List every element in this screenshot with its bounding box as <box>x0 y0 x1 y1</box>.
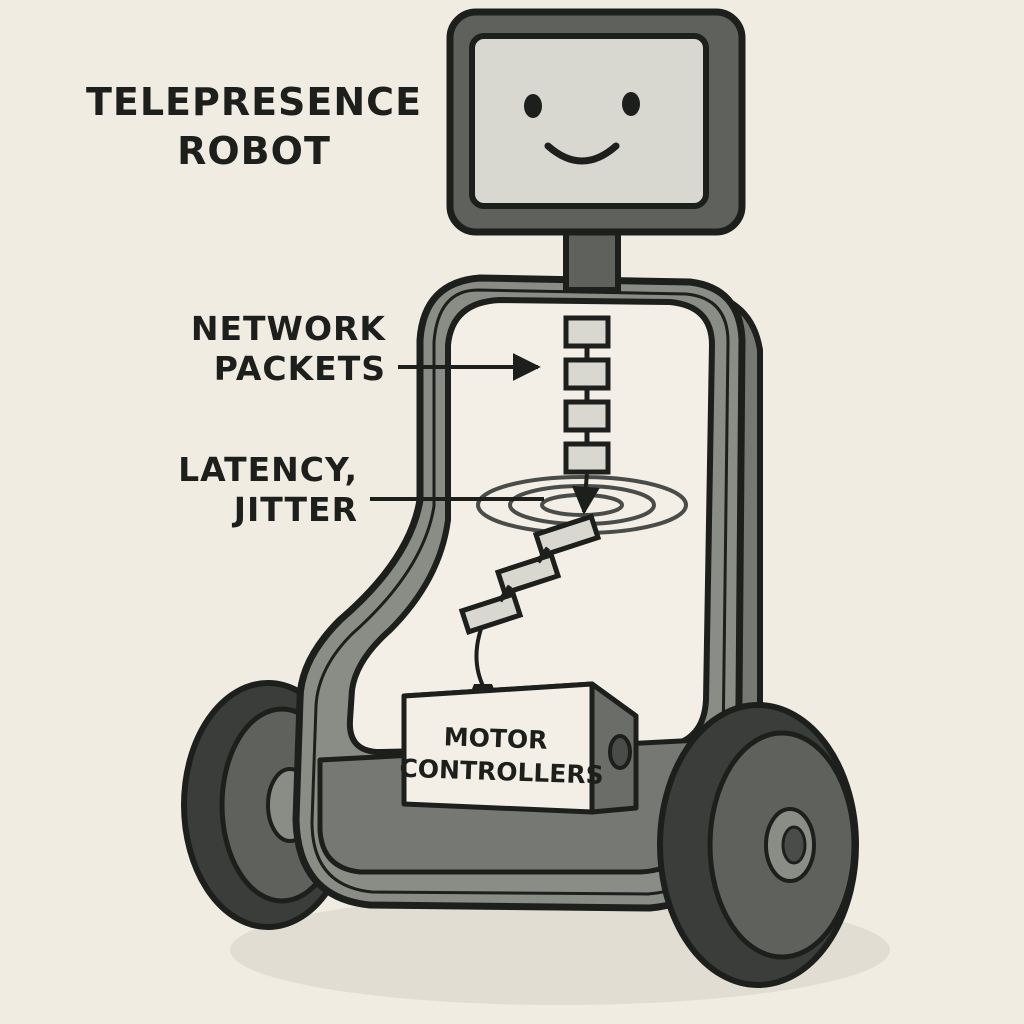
label-line: JITTER <box>233 490 358 530</box>
packet-box <box>532 513 602 559</box>
label-line: LATENCY, <box>178 450 358 489</box>
title-line: TELEPRESENCE <box>85 80 423 124</box>
packet-box <box>563 357 611 391</box>
packet-box <box>458 591 524 635</box>
packet-chain <box>563 315 611 475</box>
right-eye <box>622 92 640 116</box>
motor-controllers-label: MOTOR CONTROLLERS <box>399 720 605 792</box>
packet-box <box>563 399 611 433</box>
network-packets-label: NETWORK PACKETS <box>150 309 386 390</box>
label-line: CONTROLLERS <box>399 753 605 790</box>
title-label: TELEPRESENCE ROBOT <box>74 78 434 177</box>
head-monitor <box>446 8 746 236</box>
jittered-packet-chain <box>458 513 602 635</box>
right-wheel <box>657 702 859 988</box>
label-line: PACKETS <box>213 349 386 389</box>
packet-flow-arrow <box>571 471 600 515</box>
packet-box <box>494 551 562 597</box>
body-inner-panel <box>346 297 715 755</box>
control-cable <box>474 625 486 689</box>
label-line: NETWORK <box>190 309 386 348</box>
smile <box>544 142 620 165</box>
title-line: ROBOT <box>177 129 331 174</box>
left-eye <box>524 94 542 118</box>
latency-jitter-label: LATENCY, JITTER <box>140 450 358 531</box>
packet-box <box>563 315 611 349</box>
neck <box>563 223 621 293</box>
motor-controller-box <box>401 681 639 815</box>
packet-box <box>563 441 611 475</box>
